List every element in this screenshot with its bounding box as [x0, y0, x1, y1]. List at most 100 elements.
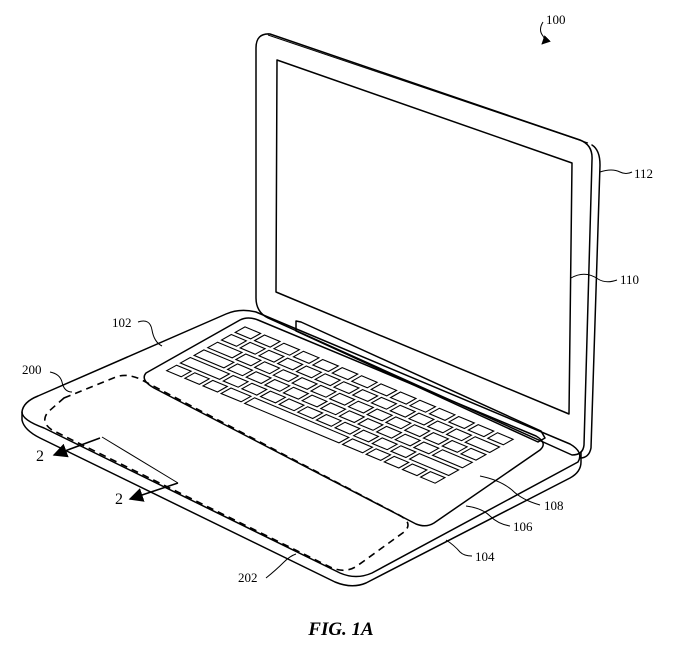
keyboard-key — [259, 390, 287, 404]
keyboard-key — [272, 369, 300, 383]
keyboard-key — [338, 410, 366, 424]
keyboard-key — [333, 421, 362, 435]
keyboard-key — [486, 432, 515, 446]
keyboard-key — [350, 375, 379, 389]
keyboard-key — [245, 371, 273, 385]
keyboard-key — [426, 420, 454, 434]
keyboard-key — [447, 415, 476, 430]
section-mark-left: 2 — [36, 448, 44, 465]
keyboard-key — [290, 376, 319, 391]
keyboard-key — [384, 416, 413, 430]
label-ref-106: 106 — [513, 519, 533, 534]
keyboard-key — [365, 408, 394, 422]
keyboard-key — [389, 445, 417, 459]
keyboard-key — [300, 394, 329, 408]
keyboard-key — [371, 437, 399, 451]
display-screen — [275, 59, 573, 415]
label-ref-102: 102 — [112, 315, 132, 330]
label-ref-108: 108 — [544, 498, 564, 513]
label-ref-112: 112 — [634, 166, 653, 181]
keyboard-key — [331, 366, 359, 381]
keyboard-key — [431, 449, 474, 469]
keyboard-key — [389, 404, 417, 418]
keyboard-key — [295, 365, 323, 379]
keyboard-keys — [165, 326, 515, 484]
label-ref-200: 200 — [22, 362, 42, 377]
keyboard-key — [347, 400, 375, 414]
display-housing — [255, 33, 593, 456]
keyboard-key — [263, 378, 291, 392]
section-arrows — [52, 437, 179, 502]
keyboard-key — [419, 470, 447, 484]
keyboard-key — [315, 413, 343, 427]
section-mark-right: 2 — [115, 491, 123, 508]
keyboard-key — [407, 412, 436, 426]
keyboard-key — [179, 356, 231, 381]
keyboard-key — [296, 406, 324, 420]
keyboard-key — [403, 424, 431, 438]
hinge — [295, 320, 546, 443]
keyboard-key — [222, 374, 250, 388]
keyboard-key — [233, 326, 262, 340]
keyboard-key — [364, 448, 392, 462]
keyboard-key — [412, 441, 440, 455]
figure-caption: FIG. 1A — [307, 619, 373, 640]
keyboard-key — [192, 349, 236, 369]
keyboard-key — [165, 364, 193, 378]
label-ref-202: 202 — [238, 570, 258, 585]
keyboard-key — [282, 386, 310, 400]
keyboard-key — [277, 398, 306, 412]
keyboard-key — [201, 379, 229, 393]
keyboard-key — [309, 384, 338, 398]
laptop-base — [21, 309, 582, 587]
keyboard-key — [352, 429, 380, 443]
keyboard-key — [311, 358, 340, 373]
keyboard-key — [226, 363, 254, 377]
keyboard-key — [243, 397, 351, 444]
keyboard-key — [383, 455, 410, 469]
keyboard-key — [292, 350, 321, 365]
keyboard-key — [459, 447, 488, 461]
keyboard-key — [369, 383, 398, 397]
keyboard-key — [370, 396, 398, 410]
keyboard-key — [313, 373, 342, 387]
keyboard-key — [276, 357, 304, 371]
keyboard-key — [219, 387, 253, 403]
keyboard-key — [272, 342, 301, 356]
keyboard-key — [319, 402, 347, 416]
keyboard-key — [408, 452, 460, 477]
trackpad-region — [44, 374, 409, 572]
keyboard-key — [240, 382, 268, 396]
base-top-surface — [21, 309, 581, 578]
keyboard-key — [234, 353, 263, 367]
keyboard-key — [220, 333, 248, 347]
keyboard-key — [351, 388, 379, 403]
keyboard-key — [375, 425, 403, 439]
keyboard-key — [464, 436, 501, 454]
label-ref-104: 104 — [475, 549, 495, 564]
keyboard-key — [401, 463, 429, 477]
keyboard-key — [422, 431, 450, 446]
keyboard-key — [441, 439, 469, 453]
label-ref-110: 110 — [620, 272, 639, 287]
keyboard-key — [467, 423, 495, 438]
keyboard-well — [143, 317, 544, 527]
keyboard-key — [356, 417, 385, 431]
keyboard-key — [389, 391, 418, 405]
keyboard-key — [183, 372, 211, 386]
keyboard-key — [206, 341, 244, 359]
keyboard-key — [253, 361, 281, 375]
display-lid — [255, 33, 601, 459]
keyboard-key — [428, 407, 457, 422]
keyboard-key — [257, 349, 286, 363]
keyboard-key — [238, 341, 267, 355]
keyboard-key — [408, 399, 437, 413]
keyboard-key — [253, 334, 282, 348]
keyboard-key — [445, 428, 473, 442]
leader-lines — [49, 21, 633, 579]
keyboard-key — [341, 438, 374, 454]
keyboard-key — [332, 381, 361, 395]
keyboard-key — [328, 392, 356, 406]
keyboard-key — [394, 433, 422, 447]
